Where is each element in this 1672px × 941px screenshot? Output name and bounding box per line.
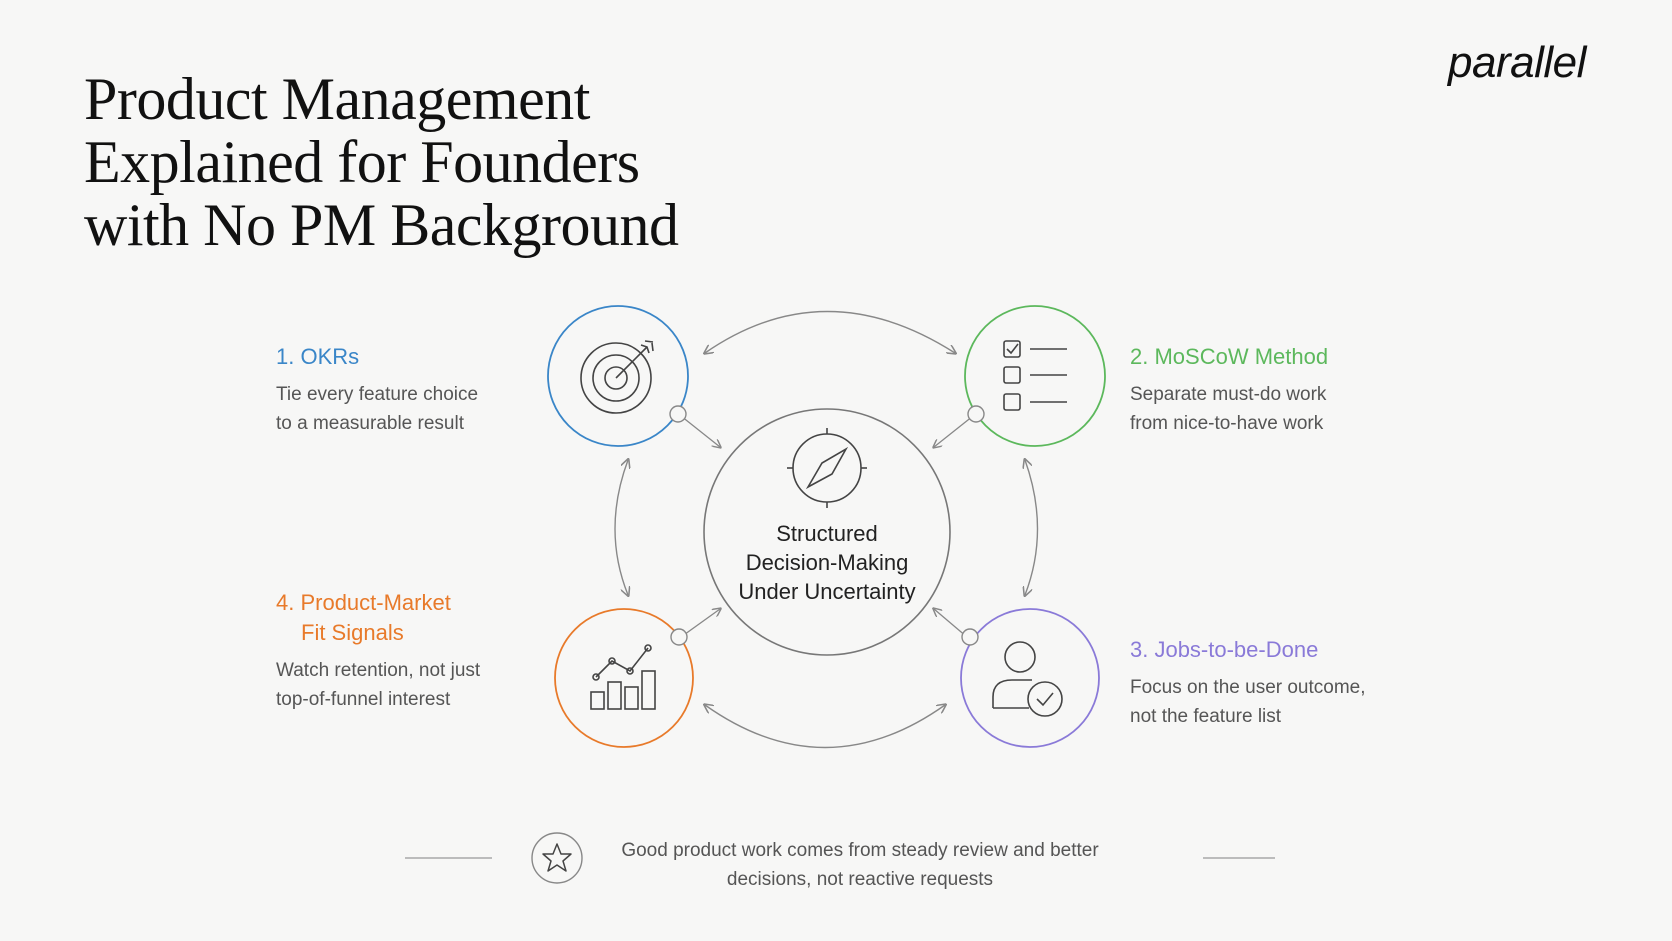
moscow-description: Separate must-do work from nice-to-have …: [1130, 380, 1328, 438]
center-label: Structured Decision-Making Under Uncerta…: [702, 519, 952, 606]
pmf-circle: [554, 608, 694, 748]
center-line-1: Structured: [776, 521, 878, 546]
connector-okrs: [680, 415, 720, 447]
jtbd-desc-line-2: not the feature list: [1130, 706, 1282, 727]
okrs-desc-line-1: Tie every feature choice: [276, 384, 479, 405]
pmf-desc-line-2: top-of-funnel interest: [276, 689, 451, 710]
footer-text: Good product work comes from steady revi…: [590, 836, 1130, 894]
pmf-description: Watch retention, not just top-of-funnel …: [276, 656, 480, 714]
jtbd-connector-dot: [961, 628, 979, 646]
center-circle: [703, 408, 951, 656]
jtbd-heading: 3. Jobs-to-be-Done: [1130, 637, 1319, 662]
moscow-desc-line-1: Separate must-do work: [1130, 384, 1327, 405]
arrow-okrs-to-moscow: [705, 310, 955, 354]
jtbd-description: Focus on the user outcome, not the featu…: [1130, 673, 1366, 731]
okrs-desc-line-2: to a measurable result: [276, 413, 464, 434]
moscow-block: 2. MoSCoW Method Separate must-do work f…: [1130, 342, 1328, 438]
compass-icon: [787, 428, 867, 508]
pmf-heading-line-1: 4. Product-Market: [276, 590, 451, 615]
jtbd-desc-line-1: Focus on the user outcome,: [1130, 677, 1366, 698]
footer-line-2: decisions, not reactive requests: [726, 869, 994, 890]
title-line-1: Product Management: [84, 66, 590, 132]
title-line-2: Explained for Founders: [84, 129, 640, 195]
connector-moscow: [934, 415, 974, 447]
page-title: Product Management Explained for Founder…: [84, 66, 679, 258]
center-line-2: Decision-Making: [745, 550, 909, 575]
footer-line-1: Good product work comes from steady revi…: [621, 840, 1099, 861]
arrow-pmf-to-okrs: [614, 460, 628, 595]
okrs-block: 1. OKRs Tie every feature choice to a me…: [276, 342, 478, 438]
okrs-connector-dot: [669, 405, 687, 423]
brand-logo: parallel: [1448, 38, 1586, 87]
connector-jtbd: [934, 609, 968, 638]
connector-pmf: [680, 609, 720, 638]
pmf-desc-line-1: Watch retention, not just: [276, 660, 481, 681]
center-line-3: Under Uncertainty: [738, 579, 916, 604]
moscow-desc-line-2: from nice-to-have work: [1130, 413, 1324, 434]
checklist-icon: [1003, 340, 1067, 411]
arrow-moscow-to-jtbd: [1025, 460, 1039, 595]
footer-star-badge: [531, 832, 583, 884]
moscow-connector-dot: [967, 405, 985, 423]
moscow-heading: 2. MoSCoW Method: [1130, 344, 1329, 369]
pmf-block: 4. Product-Market Fit Signals Watch rete…: [276, 588, 480, 714]
jtbd-circle: [960, 608, 1100, 748]
star-icon: [542, 843, 572, 872]
okrs-heading: 1. OKRs: [276, 344, 360, 369]
arrow-jtbd-to-pmf: [705, 705, 945, 749]
pmf-heading-line-2: Fit Signals: [301, 620, 404, 645]
pmf-heading: 4. Product-Market Fit Signals: [276, 588, 480, 648]
growth-chart-icon: [590, 644, 656, 710]
moscow-circle: [964, 305, 1106, 447]
pmf-connector-dot: [670, 628, 688, 646]
okrs-description: Tie every feature choice to a measurable…: [276, 380, 478, 438]
user-check-icon: [992, 641, 1063, 717]
target-icon: [580, 340, 654, 414]
title-line-3: with No PM Background: [84, 192, 679, 258]
jtbd-block: 3. Jobs-to-be-Done Focus on the user out…: [1130, 635, 1366, 731]
